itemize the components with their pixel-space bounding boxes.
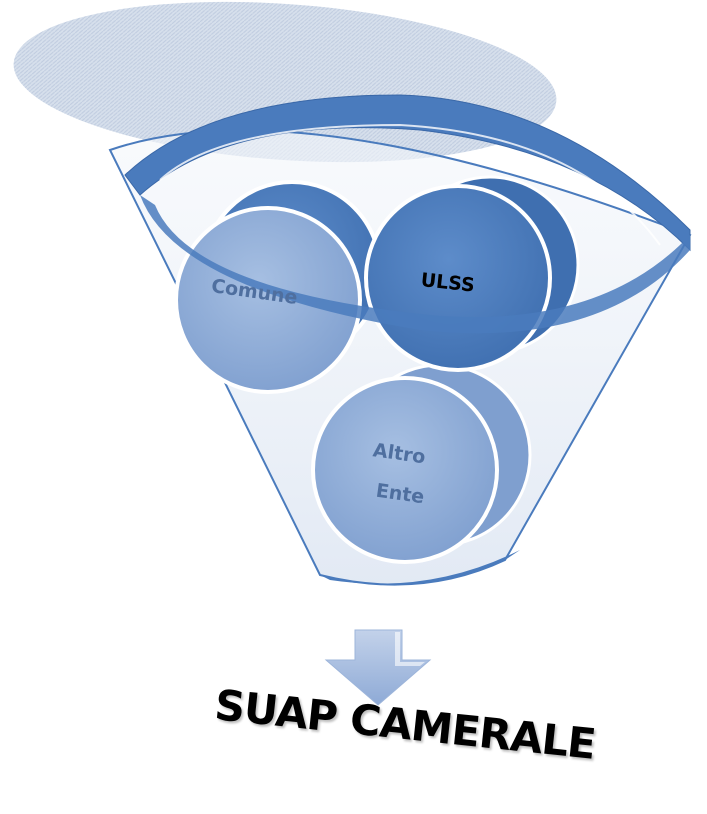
comune-ball (174, 206, 362, 394)
down-arrow (324, 629, 432, 706)
funnel-spout (320, 550, 520, 585)
altro-ente-ball (311, 376, 499, 564)
funnel-rim-inner (159, 123, 661, 246)
down-arrow-highlight (395, 632, 425, 666)
